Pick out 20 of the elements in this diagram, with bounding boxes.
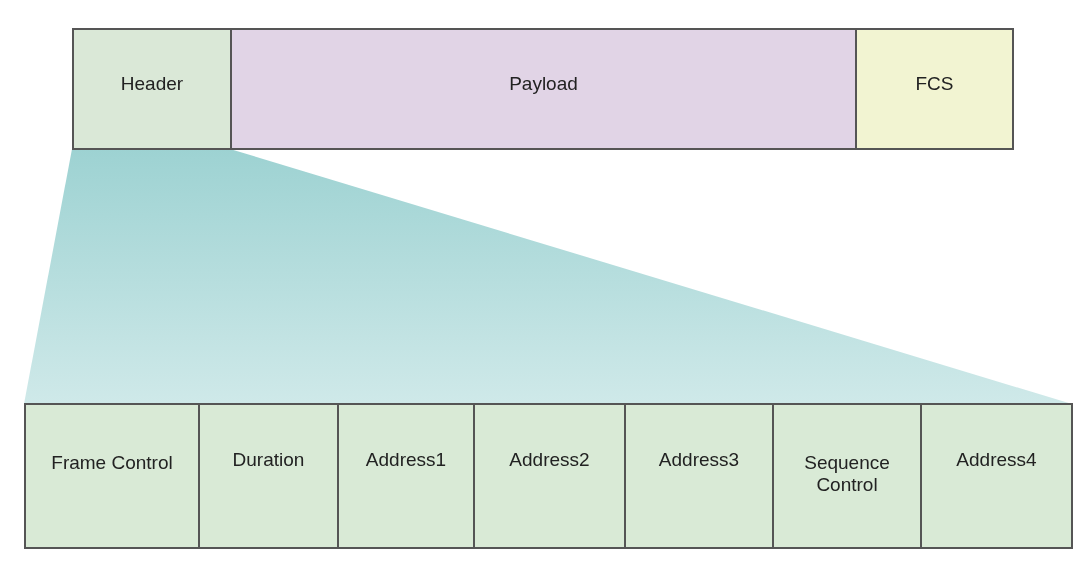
field-label: Frame Control (51, 452, 173, 474)
field-label: Address1 (365, 449, 447, 471)
field-label: Payload (509, 73, 578, 95)
header-subfield (473, 403, 626, 549)
header-field (72, 28, 232, 150)
field-label: FCS (915, 73, 954, 95)
header-subfield (337, 403, 475, 549)
header-subfield (198, 403, 339, 549)
header-subfield (772, 403, 922, 549)
field-label: Header (120, 73, 184, 95)
field-label: Address4 (956, 449, 1037, 471)
header-subfield (24, 403, 200, 549)
field-label: Address3 (658, 449, 740, 471)
header-subfield (624, 403, 774, 549)
field-label: Duration (232, 449, 305, 471)
field-label: Address2 (509, 449, 590, 471)
field-label: Sequence Control (803, 452, 891, 496)
header-subfield (920, 403, 1073, 549)
payload-field (230, 28, 857, 150)
fcs-field (855, 28, 1014, 150)
